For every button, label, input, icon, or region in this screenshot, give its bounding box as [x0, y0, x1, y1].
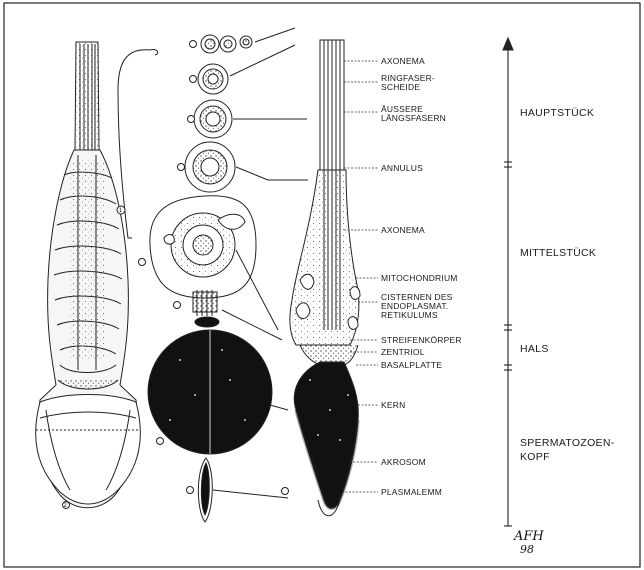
- label-kern: KERN: [381, 400, 405, 410]
- section-kopf: KOPF: [520, 451, 550, 463]
- label-basalplatte: BASALPLATTE: [381, 360, 442, 370]
- label-retikulums: RETIKULUMS: [381, 310, 438, 320]
- longitudinal-section: [282, 40, 361, 516]
- label-scheide: SCHEIDE: [381, 82, 420, 92]
- cross-sections: [139, 28, 309, 522]
- signature-initials: AFH: [513, 529, 544, 544]
- signature-year: 98: [520, 543, 534, 556]
- structure-labels: AXONEMA RINGFASER- SCHEIDE ÄUSSERE LÄNGS…: [381, 56, 462, 497]
- label-zentriol: ZENTRIOL: [381, 347, 425, 357]
- section-mittelstueck: MITTELSTÜCK: [520, 247, 596, 259]
- section-hauptstueck: HAUPTSTÜCK: [520, 107, 594, 119]
- section-brackets: [503, 38, 513, 526]
- tail-end-sketch: 1: [117, 50, 158, 238]
- section-hals: HALS: [520, 343, 549, 355]
- label-annulus: ANNULUS: [381, 163, 423, 173]
- label-akrosom: AKROSOM: [381, 457, 426, 467]
- section-labels: HAUPTSTÜCK MITTELSTÜCK HALS SPERMATOZOEN…: [520, 107, 615, 463]
- label-mitochondrium: MITOCHONDRIUM: [381, 273, 458, 283]
- label-laengsfasern: LÄNGSFASERN: [381, 113, 446, 123]
- section-spermatozoen: SPERMATOZOEN-: [520, 437, 615, 449]
- label-axonema-2: AXONEMA: [381, 225, 425, 235]
- artist-signature: AFH 98: [513, 529, 544, 556]
- label-axonema: AXONEMA: [381, 56, 425, 66]
- label-plasmalemm: PLASMALEMM: [381, 487, 442, 497]
- whole-sperm-drawing: 2: [36, 42, 141, 509]
- label-streifenkoerper: STREIFENKÖRPER: [381, 335, 462, 345]
